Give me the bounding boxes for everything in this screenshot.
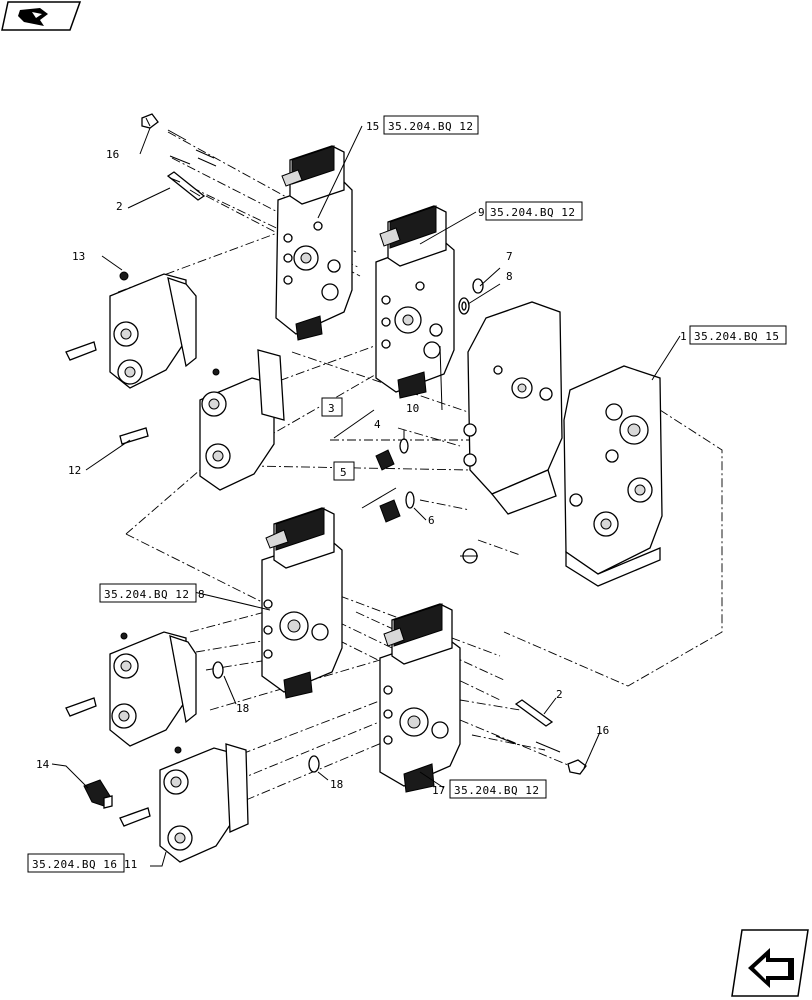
stud-set-upper <box>167 129 217 167</box>
reference-8-text: 35.204.BQ 12 <box>104 588 189 601</box>
stud-set-lower <box>495 735 561 753</box>
reference-9-text: 35.204.BQ 12 <box>490 206 575 219</box>
callout-15: 15 <box>366 120 379 133</box>
boxed-item-5: 5 <box>333 461 355 481</box>
next-page-icon[interactable] <box>731 929 809 997</box>
callout-16-lower: 16 <box>596 724 609 737</box>
nut-16-upper <box>141 113 159 129</box>
callout-6: 6 <box>428 514 435 527</box>
callout-11: 11 <box>124 858 137 871</box>
tie-rod-2-lower <box>514 699 554 727</box>
boxed-item-3: 3 <box>321 397 343 417</box>
reference-17-text: 35.204.BQ 12 <box>454 784 539 797</box>
callout-numbers: 16 2 13 15 9 7 8 1 10 4 6 12 8 18 2 16 1… <box>36 120 687 871</box>
callout-12: 12 <box>68 464 81 477</box>
reference-8[interactable]: 35.204.BQ 12 <box>99 583 197 603</box>
fitting-14 <box>83 779 113 809</box>
seal-4 <box>399 438 409 454</box>
callout-7: 7 <box>506 250 513 263</box>
end-plate-1 <box>460 301 663 587</box>
callout-16-upper: 16 <box>106 148 119 161</box>
callout-2-upper: 2 <box>116 200 123 213</box>
callout-10: 10 <box>406 402 419 415</box>
seal-6 <box>405 491 415 509</box>
valve-section-15 <box>275 145 353 341</box>
callout-18-lower: 18 <box>330 778 343 791</box>
callout-14: 14 <box>36 758 50 771</box>
reference-1-text: 35.204.BQ 15 <box>694 330 779 343</box>
boxed-item-3-text: 3 <box>328 402 335 415</box>
boxed-item-5-text: 5 <box>340 466 347 479</box>
callout-2-lower: 2 <box>556 688 563 701</box>
reference-1[interactable]: 35.204.BQ 15 <box>689 325 787 345</box>
outlet-cover-12 <box>119 349 285 491</box>
valve-section-17 <box>379 603 461 793</box>
valve-section-9 <box>375 205 455 399</box>
callout-8-upper: 8 <box>506 270 513 283</box>
reference-17[interactable]: 35.204.BQ 12 <box>449 779 547 799</box>
valve-section-8 <box>261 507 343 699</box>
callout-9: 9 <box>478 206 485 219</box>
reference-11[interactable]: 35.204.BQ 16 <box>27 853 125 873</box>
callout-18-upper: 18 <box>236 702 249 715</box>
callout-1: 1 <box>680 330 687 343</box>
reference-11-text: 35.204.BQ 16 <box>32 858 117 871</box>
outlet-cover-13 <box>65 271 197 389</box>
reference-9[interactable]: 35.204.BQ 12 <box>485 201 583 221</box>
back-arrow-icon[interactable] <box>1 1 82 31</box>
reference-15[interactable]: 35.204.BQ 12 <box>383 115 479 135</box>
outlet-cover-11 <box>119 743 249 863</box>
nut-16-lower <box>567 759 587 775</box>
callout-4: 4 <box>374 418 381 431</box>
plug-5 <box>379 499 401 523</box>
seal-7 <box>472 278 484 294</box>
tie-rod-2-upper <box>166 171 206 201</box>
outlet-cover-lower-a <box>65 631 197 747</box>
reference-15-text: 35.204.BQ 12 <box>388 120 473 133</box>
plug-3 <box>375 449 395 471</box>
seal-18-upper <box>212 661 224 679</box>
seal-8 <box>458 297 470 315</box>
callout-17: 17 <box>432 784 445 797</box>
seal-18-lower <box>308 755 320 773</box>
callout-8-lower: 8 <box>198 588 205 601</box>
callout-13: 13 <box>72 250 85 263</box>
callout-leaders <box>51 125 681 867</box>
